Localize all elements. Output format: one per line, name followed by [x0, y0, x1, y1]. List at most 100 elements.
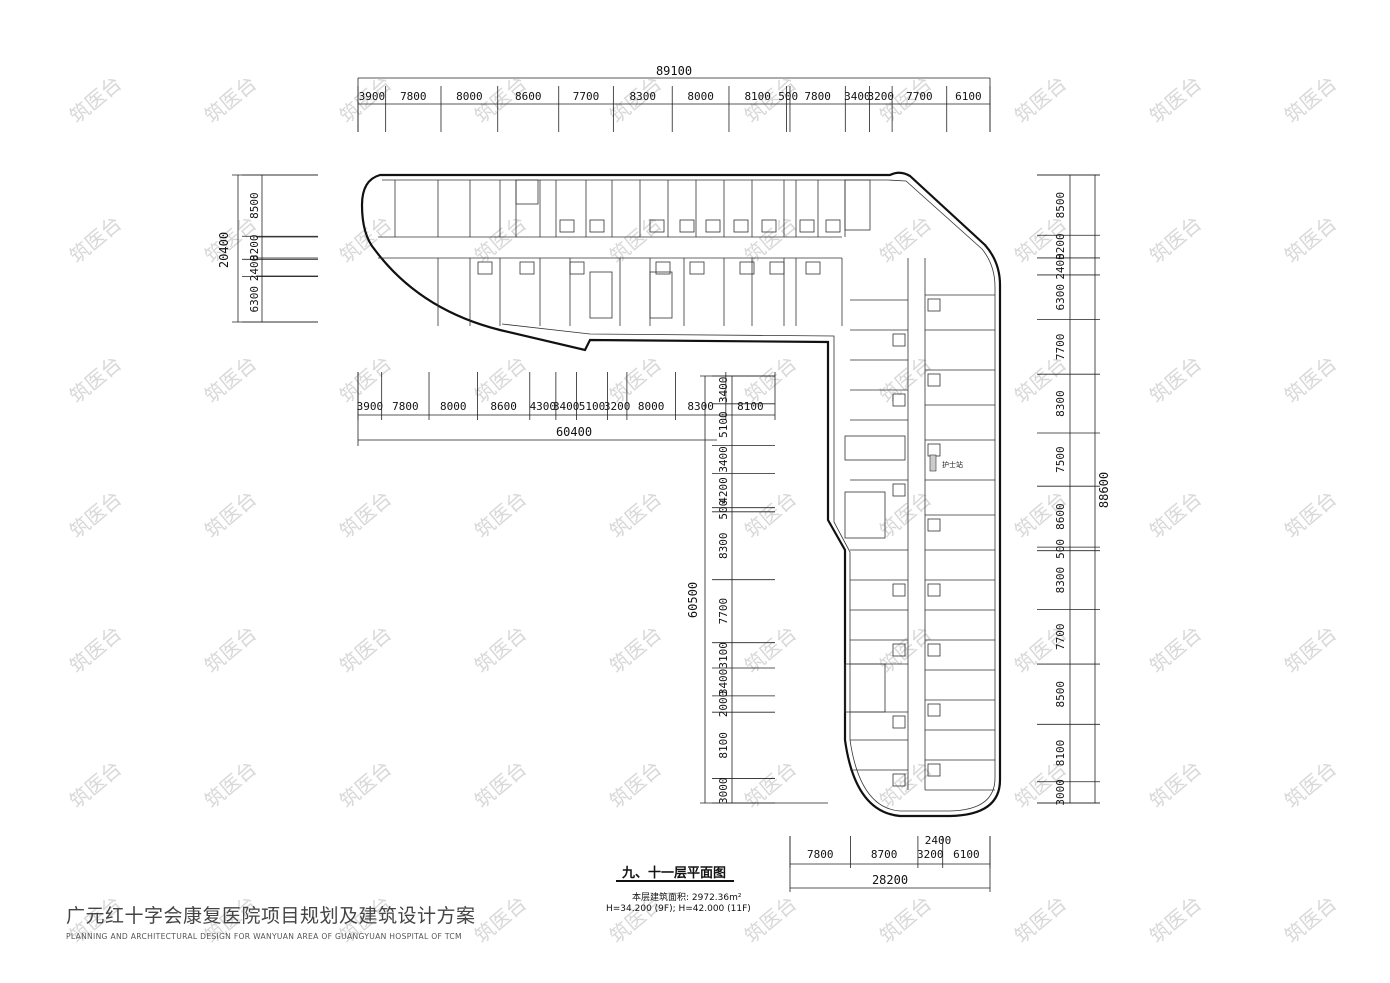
top-segment-label: 500	[778, 90, 798, 103]
plan-title: 九、十一层平面图	[622, 866, 727, 881]
plan-area: 本层建筑面积: 2972.36m²	[632, 893, 742, 903]
bottom-segment-labels: 7800 8700 3200 6100	[789, 836, 991, 868]
top-segment-label: 8600	[515, 90, 542, 103]
watermark-text: 筑医台	[470, 891, 531, 948]
vertical-wing-segment-label: 2000	[717, 691, 730, 718]
watermark-text: 筑医台	[1280, 211, 1341, 268]
mid-segment-label: 8300	[687, 400, 714, 413]
stair-core-4	[844, 663, 886, 713]
right-segment-label: 6300	[1054, 284, 1067, 311]
vertical-wing-total-dimension: 60500	[686, 582, 700, 618]
right-segment-label: 8500	[1054, 681, 1067, 708]
vertical-wing-segment-label: 500	[717, 500, 730, 520]
watermark-text: 筑医台	[1280, 486, 1341, 543]
bottom-segment-label: 6100	[953, 848, 980, 861]
left-segment-label: 2400	[248, 255, 261, 282]
mid-segment-label: 7800	[392, 400, 419, 413]
mid-segment-label: 8600	[490, 400, 517, 413]
elevator-core-3	[844, 435, 906, 461]
nurse-station-counter	[929, 454, 937, 472]
left-segment-label: 6300	[248, 286, 261, 313]
watermark-text: 筑医台	[1280, 756, 1341, 813]
watermark-text: 筑医台	[470, 621, 531, 678]
watermark-text: 筑医台	[470, 756, 531, 813]
bottom-segment-label: 7800	[807, 848, 834, 861]
top-segment-label: 3200	[868, 90, 895, 103]
left-total-dimension: 20400	[217, 232, 231, 268]
watermark-text: 筑医台	[740, 891, 801, 948]
watermark-text: 筑医台	[1145, 756, 1206, 813]
watermark-text: 筑医台	[1280, 71, 1341, 128]
watermark-text: 筑医台	[740, 621, 801, 678]
watermark-text: 筑医台	[1145, 211, 1206, 268]
watermark-text: 筑医台	[200, 351, 261, 408]
watermark-text: 筑医台	[605, 621, 666, 678]
watermark-text: 筑医台	[1145, 71, 1206, 128]
watermark-text: 筑医台	[740, 486, 801, 543]
watermark-text: 筑医台	[65, 756, 126, 813]
vertical-wing-segment-label: 3100	[717, 642, 730, 669]
watermark-text: 筑医台	[605, 756, 666, 813]
watermark-text: 筑医台	[1145, 486, 1206, 543]
right-dimension-chain: 88600 8500320024006300770083007500860050…	[1037, 174, 1111, 806]
watermark-text: 筑医台	[1145, 621, 1206, 678]
right-segment-label: 7700	[1054, 334, 1067, 361]
cores: 护士站	[515, 179, 963, 713]
watermark-text: 筑医台	[200, 71, 261, 128]
watermark-text: 筑医台	[1145, 351, 1206, 408]
vertical-wing-segment-label: 5100	[717, 411, 730, 438]
right-segment-label: 3200	[1054, 233, 1067, 260]
watermark-text: 筑医台	[335, 211, 396, 268]
vertical-wing-dimension-chain: 60500 3400510034004200500830077003100340…	[686, 375, 828, 804]
mid-total-dimension: 60400	[556, 425, 592, 439]
watermark-text: 筑医台	[200, 486, 261, 543]
top-segment-label: 8000	[456, 90, 483, 103]
watermark-text: 筑医台	[1280, 891, 1341, 948]
right-segment-labels: 8500320024006300770083007500860050083007…	[1037, 174, 1100, 806]
vertical-wing-segment-label: 7700	[717, 598, 730, 625]
right-segment-label: 8100	[1054, 740, 1067, 767]
watermark-text: 筑医台	[1145, 891, 1206, 948]
bottom-segment-label: 8700	[871, 848, 898, 861]
top-segment-label: 8300	[630, 90, 657, 103]
top-segment-label: 7700	[906, 90, 933, 103]
vertical-wing-segment-label: 3400	[717, 669, 730, 696]
watermark-text: 筑医台	[65, 621, 126, 678]
mid-segment-label: 5100	[579, 400, 606, 413]
room-partitions	[394, 180, 995, 791]
right-segment-label: 8600	[1054, 503, 1067, 530]
plan-heights: H=34.200 (9F); H=42.000 (11F)	[606, 904, 751, 914]
right-segment-label: 8300	[1054, 567, 1067, 594]
right-total-dimension: 88600	[1097, 472, 1111, 508]
right-segment-label: 3000	[1054, 779, 1067, 806]
watermark-text: 筑医台	[65, 71, 126, 128]
watermark-text: 筑医台	[65, 211, 126, 268]
left-segment-label: 8500	[248, 192, 261, 219]
mid-segment-label: 8000	[638, 400, 665, 413]
watermark-text: 筑医台	[65, 351, 126, 408]
watermark-text: 筑医台	[65, 486, 126, 543]
watermark-text: 筑医台	[335, 756, 396, 813]
bottom-segment-label: 3200	[917, 848, 944, 861]
vertical-wing-segment-labels: 3400510034004200500830077003100340020008…	[712, 375, 775, 804]
watermark-text: 筑医台	[200, 621, 261, 678]
vertical-wing-segment-label: 3400	[717, 377, 730, 404]
right-segment-label: 7700	[1054, 624, 1067, 651]
bottom-extra-dimension: 2400	[925, 834, 952, 847]
watermark-text: 筑医台	[875, 756, 936, 813]
plan-title-underline	[616, 880, 734, 882]
stair-core-3	[844, 491, 886, 539]
watermark-text: 筑医台	[335, 621, 396, 678]
elevator-core-1	[589, 271, 613, 319]
project-title: 广元红十字会康复医院项目规划及建筑设计方案	[66, 905, 476, 927]
nurse-station-label: 护士站	[942, 460, 963, 469]
watermark-text: 筑医台	[1010, 891, 1071, 948]
right-segment-label: 500	[1054, 539, 1067, 559]
left-segment-label: 3200	[248, 235, 261, 262]
project-subtitle: PLANNING AND ARCHITECTURAL DESIGN FOR WA…	[66, 932, 462, 941]
watermark-text: 筑医台	[1280, 621, 1341, 678]
